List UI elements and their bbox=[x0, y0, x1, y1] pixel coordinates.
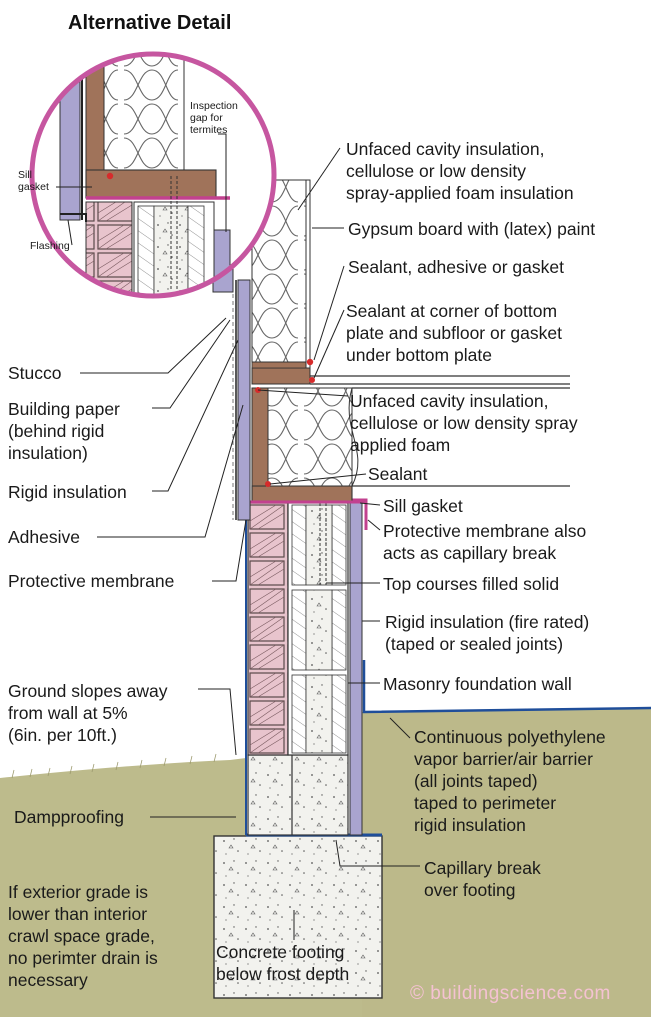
label-concrete-footing: Concrete footing below frost depth bbox=[216, 942, 350, 984]
label-adhesive: Adhesive bbox=[8, 527, 80, 547]
label-sealant: Sealant bbox=[368, 464, 428, 484]
label-protective-membrane-capillary: Protective membrane also acts as capilla… bbox=[383, 521, 587, 563]
label-cavity-insulation-upper: Unfaced cavity insulation, cellulose or … bbox=[346, 139, 574, 203]
label-rigid-insulation: Rigid insulation bbox=[8, 482, 127, 502]
label-exterior-grade-note: If exterior grade is lower than interior… bbox=[8, 882, 158, 990]
label-masonry-wall: Masonry foundation wall bbox=[383, 674, 572, 694]
label-sealant-adhesive-gasket: Sealant, adhesive or gasket bbox=[348, 257, 564, 277]
detail-title: Alternative Detail bbox=[68, 12, 232, 34]
label-sill-gasket-detail: Sill gasket bbox=[18, 169, 49, 193]
label-cavity-insulation-lower: Unfaced cavity insulation, cellulose or … bbox=[350, 391, 578, 455]
label-capillary-break: Capillary break over footing bbox=[424, 858, 541, 900]
label-protective-membrane: Protective membrane bbox=[8, 571, 175, 591]
watermark: © buildingscience.com bbox=[410, 983, 611, 1004]
label-ground-slopes: Ground slopes away from wall at 5% (6in.… bbox=[8, 681, 168, 745]
label-vapor-barrier: Continuous polyethylene vapor barrier/ai… bbox=[414, 727, 606, 835]
label-stucco: Stucco bbox=[8, 363, 62, 383]
label-rigid-insulation-fire: Rigid insulation (fire rated) (taped or … bbox=[385, 612, 590, 654]
label-flashing: Flashing bbox=[30, 240, 70, 252]
label-gypsum-board: Gypsum board with (latex) paint bbox=[348, 219, 596, 239]
label-sealant-corner: Sealant at corner of bottom plate and su… bbox=[346, 301, 562, 365]
label-building-paper: Building paper (behind rigid insulation) bbox=[8, 399, 120, 463]
label-sill-gasket: Sill gasket bbox=[383, 496, 463, 516]
label-dampproofing: Dampproofing bbox=[14, 807, 124, 827]
label-top-courses: Top courses filled solid bbox=[383, 574, 560, 594]
label-inspection-gap: Inspection gap for termites bbox=[190, 100, 238, 136]
